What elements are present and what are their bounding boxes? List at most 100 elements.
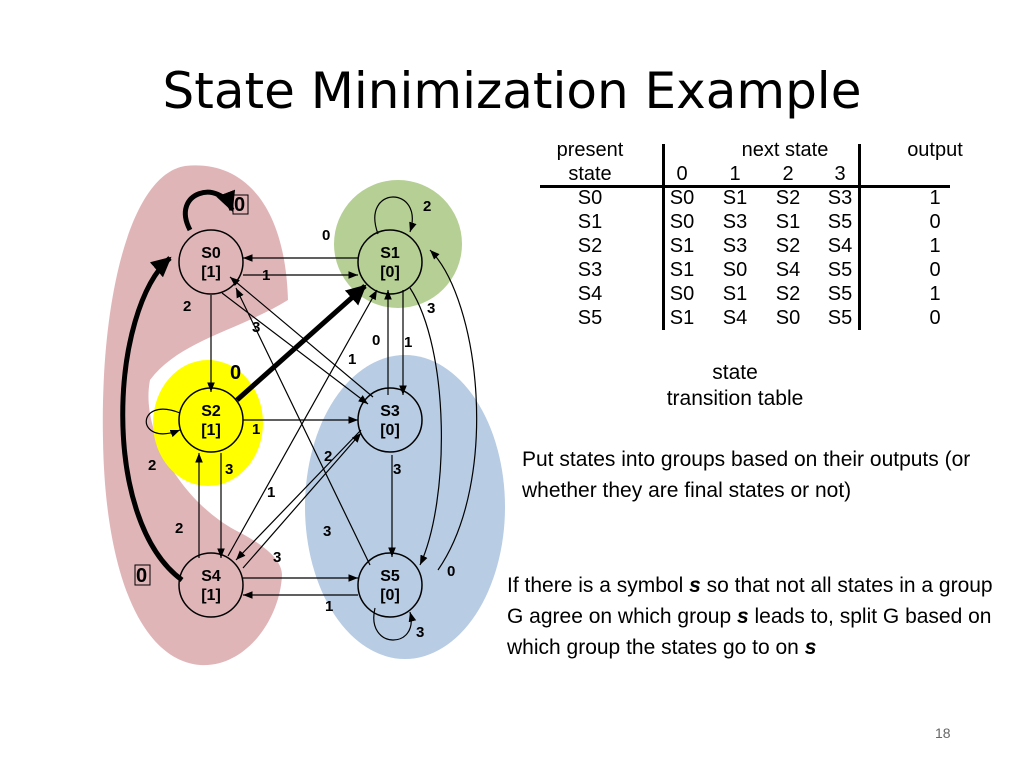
edge-s4-to-s0-highlight	[120, 256, 184, 583]
state-node-s5: S5[0]	[357, 552, 423, 618]
table-divider-right	[858, 144, 861, 330]
para2-part-b: so that not all states in a group G agre…	[507, 574, 993, 628]
para2-symbol-2: s	[736, 605, 749, 628]
group-region-s3-s5	[305, 355, 505, 659]
state-name: S3	[380, 403, 400, 420]
state-output: [1]	[201, 422, 221, 439]
state-circle	[357, 552, 423, 618]
row-output: 0	[929, 259, 941, 281]
edge-s0-self-highlight	[182, 189, 236, 232]
label-s4-to-s0: 0	[136, 565, 147, 587]
state-circle	[178, 387, 244, 453]
label-s2-to-s5: 3	[225, 461, 233, 478]
caption-line-2: transition table	[666, 387, 804, 410]
label-s0-to-s2: 2	[183, 298, 191, 315]
state-circle	[178, 229, 244, 295]
para2-part-a: If there is a symbol	[507, 574, 690, 597]
row-state: S4	[577, 283, 603, 305]
edge-s2-self	[145, 408, 181, 438]
row-next-state: S5	[827, 307, 853, 329]
row-output: 1	[929, 187, 941, 209]
row-state: S0	[577, 187, 603, 209]
state-node-s2: S2[1]	[178, 387, 244, 453]
para2-symbol-1: s	[689, 574, 701, 597]
highlight-region-s2	[153, 360, 263, 486]
edge-s1-self	[374, 196, 417, 235]
label-s1-to-s5: 3	[427, 300, 435, 317]
table-divider-left	[662, 144, 665, 330]
explanation-grouping: Put states into groups based on their ou…	[522, 448, 971, 502]
row-next-state: S2	[775, 187, 801, 209]
row-next-state: S0	[722, 259, 748, 281]
row-next-state: S5	[827, 283, 853, 305]
row-next-state: S1	[669, 235, 695, 257]
row-next-state: S1	[669, 259, 695, 281]
edge-s1-to-s5	[409, 287, 442, 566]
row-next-state: S4	[722, 307, 748, 329]
header-present: present	[556, 139, 624, 161]
label-s5-self: 3	[416, 624, 424, 641]
row-output: 1	[929, 283, 941, 305]
state-circle	[357, 229, 423, 295]
label-s0-to-s1: 1	[262, 267, 270, 284]
box-s0-self	[232, 194, 249, 215]
state-circle	[178, 552, 244, 618]
input-header-1: 1	[729, 163, 741, 185]
caption-line-1: state	[712, 361, 758, 384]
page-number: 18	[935, 725, 951, 741]
row-next-state: S1	[669, 307, 695, 329]
row-next-state: S5	[827, 259, 853, 281]
label-s2-to-s3: 1	[252, 421, 260, 438]
label-s3-to-s0: 1	[348, 351, 356, 368]
label-s3-to-s1: 0	[372, 332, 380, 349]
state-node-s1: S1[0]	[357, 229, 423, 295]
state-node-s3: S3[0]	[357, 387, 423, 453]
state-node-s0: S0[1]	[178, 229, 244, 295]
explanation-splitting: If there is a symbol s so that not all s…	[507, 570, 1007, 663]
row-next-state: S4	[827, 235, 853, 257]
edge-s4-to-s3	[242, 432, 362, 569]
row-next-state: S0	[669, 211, 695, 233]
state-name: S4	[201, 568, 221, 585]
header-next-state: next state	[741, 139, 829, 161]
input-header-3: 3	[834, 163, 846, 185]
row-next-state: S0	[669, 187, 695, 209]
row-next-state: S3	[722, 235, 748, 257]
state-output: [1]	[201, 587, 221, 604]
state-name: S1	[380, 245, 400, 262]
row-next-state: S2	[775, 235, 801, 257]
box-s4-to-s0	[134, 564, 151, 586]
label-s2-to-s1: 0	[230, 362, 241, 384]
label-s2-self: 2	[148, 457, 156, 474]
state-name: S0	[201, 245, 221, 262]
label-s1-self: 2	[423, 198, 431, 215]
state-circle	[357, 387, 423, 453]
row-output: 0	[929, 307, 941, 329]
row-next-state: S1	[775, 211, 801, 233]
row-next-state: S0	[775, 307, 801, 329]
slide-title: State Minimization Example	[162, 62, 862, 120]
edge-s3-to-s4	[235, 429, 362, 561]
label-s5-to-s4: 1	[325, 598, 333, 615]
row-next-state: S3	[827, 187, 853, 209]
state-output: [0]	[380, 422, 400, 439]
edge-s3-to-s0	[229, 276, 374, 398]
edge-s2-to-s1-highlight	[235, 284, 367, 402]
label-s4-to-s2: 2	[175, 520, 183, 537]
input-header-2: 2	[782, 163, 794, 185]
table-header-rule	[540, 185, 950, 188]
edge-s5-self	[373, 607, 417, 641]
label-s1-to-s0: 0	[322, 227, 330, 244]
label-s1-to-s3: 1	[404, 334, 412, 351]
row-state: S5	[577, 307, 603, 329]
row-state: S2	[577, 235, 603, 257]
para2-part-c: leads to, split G based on which group t…	[507, 605, 992, 659]
label-s0-to-s3: 3	[252, 319, 260, 336]
state-output: [0]	[380, 587, 400, 604]
edge-s5-to-s1	[429, 249, 478, 571]
header-state: state	[568, 163, 612, 185]
edge-s4-to-s1	[227, 289, 378, 557]
row-next-state: S5	[827, 211, 853, 233]
row-next-state: S1	[722, 187, 748, 209]
